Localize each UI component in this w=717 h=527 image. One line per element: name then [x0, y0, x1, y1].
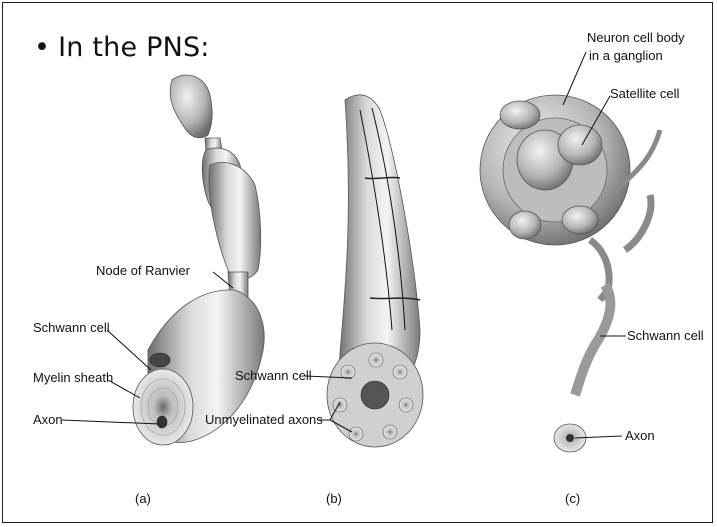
- leader-schwann-cell-a: [107, 330, 151, 370]
- figure-a-myelinated-axon: [133, 75, 264, 445]
- label-schwann-cell-a: Schwann cell: [33, 320, 110, 335]
- label-axon-c: Axon: [625, 428, 655, 443]
- caption-c: (c): [565, 491, 580, 506]
- label-schwann-cell-c: Schwann cell: [627, 328, 704, 343]
- caption-a: (a): [135, 491, 151, 506]
- label-node-of-ranvier: Node of Ranvier: [96, 263, 191, 278]
- label-unmyelinated-axons: Unmyelinated axons: [205, 412, 323, 427]
- label-schwann-cell-b: Schwann cell: [235, 368, 312, 383]
- label-myelin-sheath: Myelin sheath: [33, 370, 113, 385]
- caption-b: (b): [326, 491, 342, 506]
- label-axon-a: Axon: [33, 412, 63, 427]
- leader-neuron-cell-body: [563, 52, 586, 105]
- figure-c-ganglion: [480, 95, 660, 452]
- figure-b-unmyelinated-axons: [327, 95, 423, 447]
- label-neuron-cell-body-line2: in a ganglion: [589, 48, 663, 63]
- label-neuron-cell-body-line1: Neuron cell body: [587, 30, 685, 45]
- label-satellite-cell: Satellite cell: [610, 86, 679, 101]
